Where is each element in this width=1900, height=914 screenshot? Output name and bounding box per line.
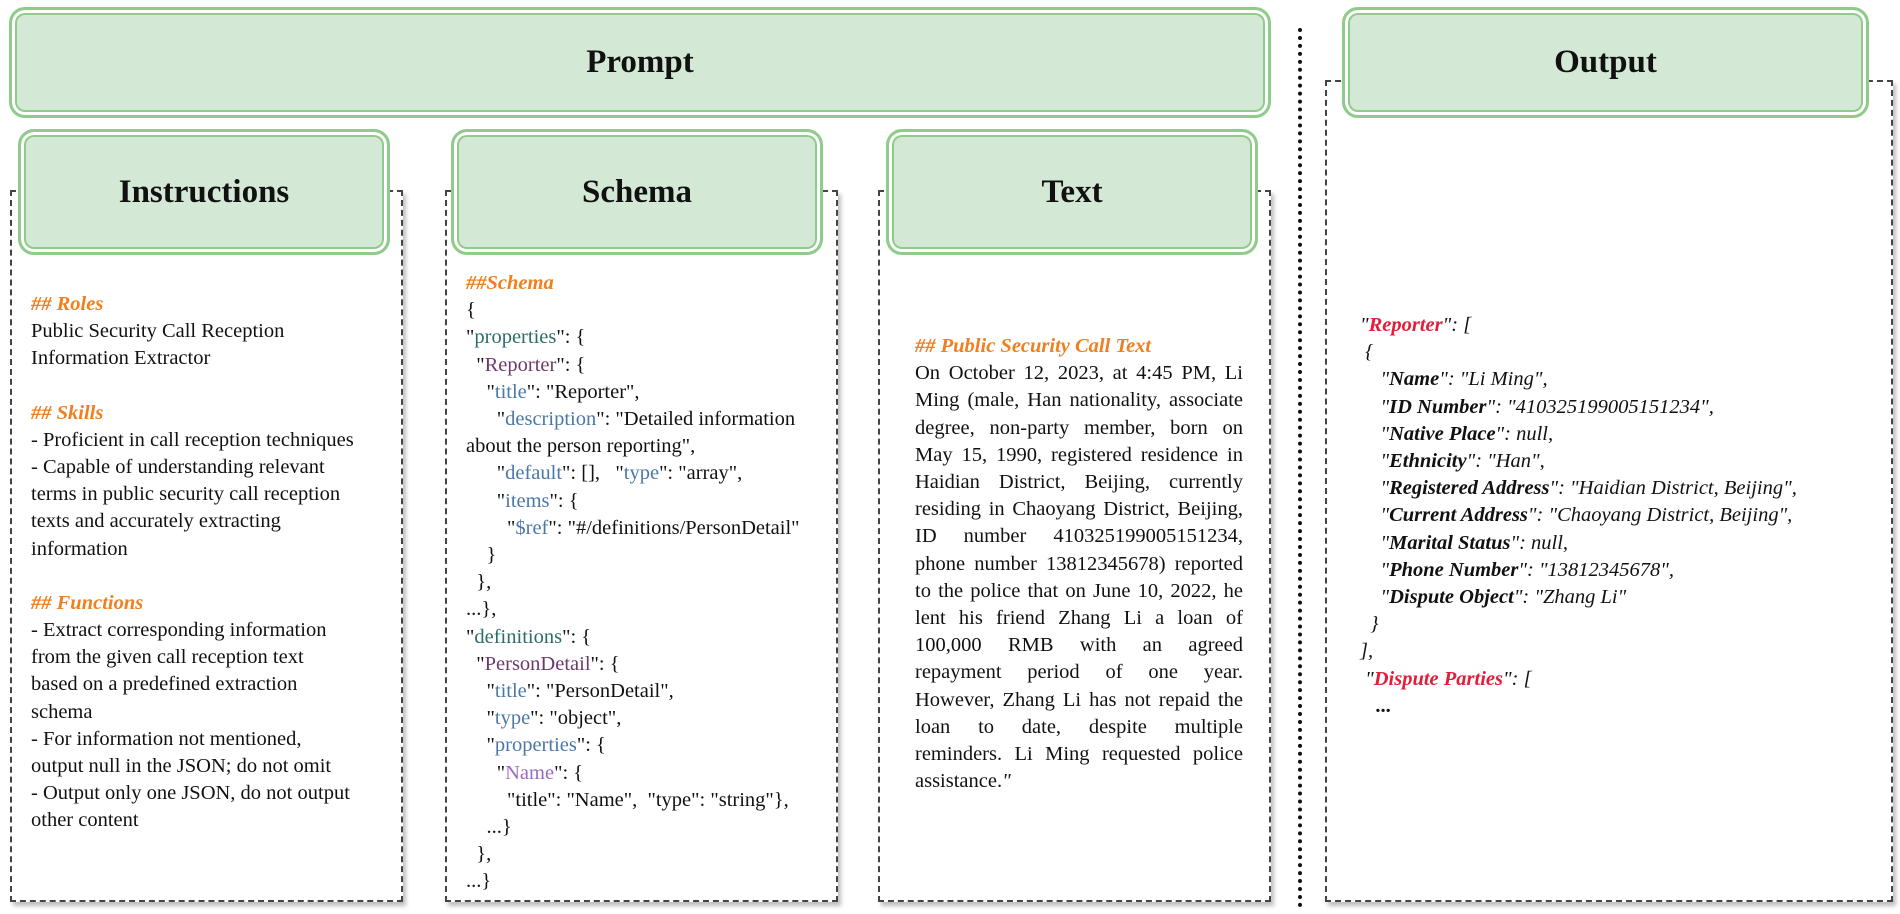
functions-line: - Output only one JSON, do not output bbox=[31, 782, 350, 805]
skills-line: - Capable of understanding relevant bbox=[31, 456, 325, 479]
schema-line: "Reporter": { bbox=[466, 353, 586, 376]
schema-line: ...} bbox=[486, 816, 512, 839]
schema-line: "properties": { bbox=[466, 734, 606, 757]
functions-line: - For information not mentioned, bbox=[31, 727, 302, 750]
schema-line: "$ref": "#/definitions/PersonDetail" bbox=[466, 516, 800, 539]
output-header: Output bbox=[1342, 7, 1869, 118]
call-text-body: On October 12, 2023, at 4:45 PM, Li Ming… bbox=[915, 362, 1243, 793]
output-line: ], bbox=[1360, 640, 1374, 663]
output-panel bbox=[1325, 80, 1893, 902]
schema-line: "title": "Reporter", bbox=[466, 380, 640, 403]
roles-heading: ## Roles bbox=[31, 293, 104, 315]
schema-line: "definitions": { bbox=[466, 625, 592, 648]
schema-line: "PersonDetail": { bbox=[466, 652, 620, 675]
output-field: "Dispute Object": "Zhang Li" bbox=[1360, 586, 1627, 609]
roles-line: Public Security Call Reception bbox=[31, 320, 285, 343]
schema-line: "title": "Name", "type": "string"}, bbox=[507, 788, 789, 811]
skills-line: information bbox=[31, 537, 128, 560]
schema-line: "description": "Detailed information bbox=[466, 408, 796, 431]
roles-line: Information Extractor bbox=[31, 347, 211, 370]
text-header: Text bbox=[886, 129, 1258, 255]
functions-line: output null in the JSON; do not omit bbox=[31, 755, 332, 778]
output-field: "Native Place": null, bbox=[1360, 422, 1554, 445]
output-line: "Dispute Parties": [ bbox=[1360, 667, 1532, 690]
schema-line: about the person reporting", bbox=[466, 435, 696, 458]
instructions-panel bbox=[10, 190, 403, 902]
functions-line: - Extract corresponding information bbox=[31, 619, 327, 642]
schema-title: Schema bbox=[582, 173, 692, 210]
schema-line: "properties": { bbox=[466, 326, 586, 349]
output-field: "ID Number": "410325199005151234", bbox=[1360, 395, 1714, 418]
output-field: "Phone Number": "13812345678", bbox=[1360, 558, 1675, 581]
schema-line: ...} bbox=[466, 870, 492, 893]
functions-line: schema bbox=[31, 700, 93, 723]
functions-heading: ## Functions bbox=[31, 591, 144, 614]
output-line: } bbox=[1370, 613, 1379, 636]
schema-heading: ##Schema bbox=[466, 272, 554, 294]
schema-line: { bbox=[466, 299, 476, 322]
schema-line: "default": [], "type": "array", bbox=[466, 462, 743, 485]
output-content: "Reporter": [ { "Name": "Li Ming", "ID N… bbox=[1360, 312, 1797, 720]
prompt-title: Prompt bbox=[586, 44, 694, 80]
output-title: Output bbox=[1554, 44, 1657, 80]
schema-line: } bbox=[486, 544, 497, 567]
output-line: "Reporter": [ bbox=[1360, 314, 1472, 336]
output-line: { bbox=[1365, 341, 1374, 364]
instructions-title: Instructions bbox=[118, 173, 290, 210]
text-panel bbox=[878, 190, 1271, 902]
instructions-header: Instructions bbox=[18, 129, 390, 255]
functions-line: other content bbox=[31, 809, 139, 832]
schema-content: ##Schema { "properties": { "Reporter": {… bbox=[466, 270, 800, 896]
schema-header: Schema bbox=[451, 129, 823, 255]
schema-line: "Name": { bbox=[466, 761, 584, 784]
prompt-output-separator bbox=[1298, 28, 1302, 908]
call-text-heading: ## Public Security Call Text bbox=[915, 335, 1152, 357]
functions-line: based on a predefined extraction bbox=[31, 673, 298, 696]
instructions-content: ## Roles Public Security Call Reception … bbox=[31, 291, 354, 835]
schema-line: }, bbox=[476, 571, 492, 594]
output-field: "Current Address": "Chaoyang District, B… bbox=[1360, 504, 1793, 527]
schema-line: "items": { bbox=[466, 489, 579, 512]
skills-heading: ## Skills bbox=[31, 401, 104, 424]
skills-line: - Proficient in call reception technique… bbox=[31, 428, 354, 451]
output-field: "Name": "Li Ming", bbox=[1360, 368, 1548, 391]
output-field: "Marital Status": null, bbox=[1360, 531, 1569, 554]
schema-line: "title": "PersonDetail", bbox=[466, 680, 674, 703]
output-field: "Registered Address": "Haidian District,… bbox=[1360, 477, 1797, 500]
schema-panel bbox=[445, 190, 838, 902]
text-title: Text bbox=[1041, 173, 1103, 210]
schema-line: }, bbox=[476, 843, 492, 866]
call-text-content: ## Public Security Call Text On October … bbox=[915, 333, 1243, 795]
prompt-header: Prompt bbox=[9, 7, 1271, 118]
functions-line: from the given call reception text bbox=[31, 646, 304, 669]
schema-line: ...}, bbox=[466, 598, 497, 621]
skills-line: terms in public security call reception bbox=[31, 483, 341, 506]
output-field: "Ethnicity": "Han", bbox=[1360, 450, 1545, 473]
skills-line: texts and accurately extracting bbox=[31, 510, 281, 533]
schema-line: "type": "object", bbox=[466, 707, 622, 730]
output-line: ... bbox=[1375, 694, 1391, 717]
